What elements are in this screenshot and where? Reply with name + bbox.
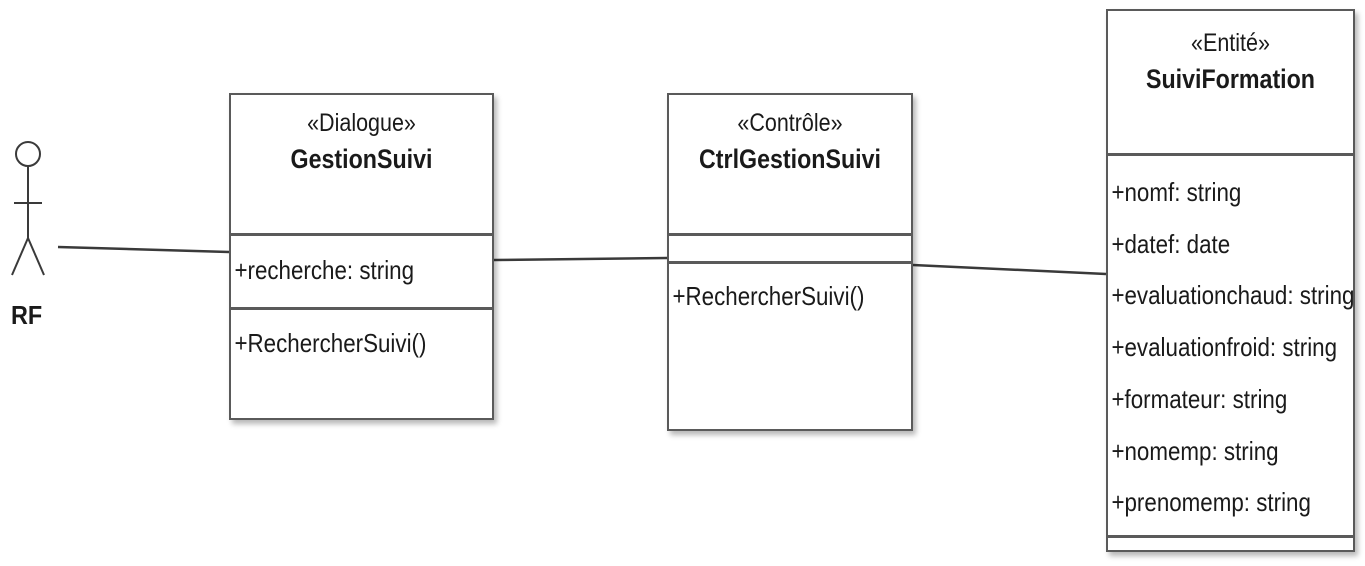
attribute-prenomemp: +prenomemp: string bbox=[1111, 487, 1311, 518]
association-actor-gestionsuivi bbox=[57, 245, 230, 254]
association-ctrl-suiviformation bbox=[912, 263, 1107, 276]
operations-compartment: +RechercherSuivi() bbox=[231, 307, 492, 434]
class-header: «Dialogue» GestionSuivi bbox=[231, 95, 492, 233]
attribute-recherche: +recherche: string bbox=[234, 255, 415, 285]
class-suiviformation[interactable]: «Entité» SuiviFormation +nomf: string +d… bbox=[1106, 9, 1355, 552]
operation-rechercher-suivi: +RechercherSuivi() bbox=[672, 281, 865, 311]
class-gestionsuivi[interactable]: «Dialogue» GestionSuivi +recherche: stri… bbox=[229, 93, 494, 420]
attributes-compartment: +nomf: string +datef: date +evaluationch… bbox=[1108, 153, 1355, 535]
actor-rf[interactable]: RF bbox=[4, 135, 52, 345]
attribute-nomemp: +nomemp: string bbox=[1111, 435, 1279, 466]
class-name: SuiviFormation bbox=[1145, 64, 1315, 94]
attribute-nomf: +nomf: string bbox=[1111, 177, 1242, 207]
association-gestionsuivi-ctrl bbox=[493, 256, 668, 262]
class-name: GestionSuivi bbox=[290, 144, 433, 174]
class-ctrlgestionsuivi[interactable]: «Contrôle» CtrlGestionSuivi +RechercherS… bbox=[667, 93, 913, 431]
actor-label: RF bbox=[11, 300, 43, 330]
class-header: «Entité» SuiviFormation bbox=[1108, 11, 1353, 153]
attributes-compartment: +recherche: string bbox=[231, 233, 492, 307]
operations-compartment: +RechercherSuivi() bbox=[669, 261, 911, 443]
stereotype-label: «Dialogue» bbox=[307, 109, 416, 137]
attribute-datef: +datef: date bbox=[1111, 228, 1231, 259]
class-name: CtrlGestionSuivi bbox=[699, 144, 881, 174]
attribute-evaluationfroid: +evaluationfroid: string bbox=[1111, 332, 1338, 363]
class-header: «Contrôle» CtrlGestionSuivi bbox=[669, 95, 911, 233]
stereotype-label: «Contrôle» bbox=[737, 109, 843, 137]
operation-rechercher-suivi: +RechercherSuivi() bbox=[234, 328, 427, 358]
attribute-evaluationchaud: +evaluationchaud: string bbox=[1111, 280, 1355, 311]
attribute-formateur: +formateur: string bbox=[1111, 383, 1288, 414]
operations-compartment bbox=[1108, 535, 1353, 566]
attributes-compartment bbox=[669, 233, 911, 261]
stereotype-label: «Entité» bbox=[1191, 29, 1270, 57]
actor-stick-figure-icon bbox=[11, 141, 45, 276]
